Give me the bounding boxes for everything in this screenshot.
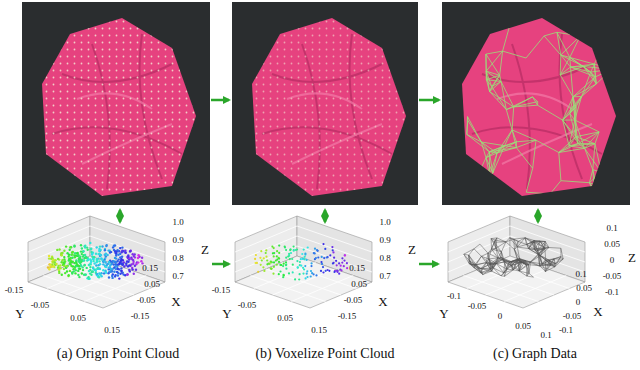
tick-label: 0.9 xyxy=(379,235,390,245)
tick-label: 0.15 xyxy=(311,325,327,335)
tick-label: 0.05 xyxy=(144,279,160,289)
axes-box xyxy=(448,216,585,308)
tick-label: -0.05 xyxy=(344,295,363,305)
tick-label: -0.15 xyxy=(338,311,357,321)
axis-label: X xyxy=(378,294,387,310)
tick-label: 0.9 xyxy=(172,235,183,245)
tick-label: 0.8 xyxy=(172,253,183,263)
tick-label: -0.05 xyxy=(238,300,257,310)
tick-label: 0.8 xyxy=(379,253,390,263)
point-cloud xyxy=(254,243,348,281)
tick-label: 0 xyxy=(576,297,581,307)
photo-voxelized xyxy=(232,2,420,205)
tick-label: 0.15 xyxy=(349,263,365,273)
tick-label: -0.05 xyxy=(603,271,622,281)
photo-graph xyxy=(442,2,630,205)
tick-label: -0.1 xyxy=(559,325,573,335)
tick-label: 0 xyxy=(610,255,615,265)
axes-box xyxy=(28,216,165,308)
tick-label: -0.1 xyxy=(447,291,461,301)
photo-origin xyxy=(22,2,210,205)
tick-label: -0.1 xyxy=(605,287,619,297)
tick-label: -0.05 xyxy=(31,300,50,310)
point-cloud xyxy=(47,242,144,280)
tick-label: 0.05 xyxy=(70,313,86,323)
axis-label: Y xyxy=(222,306,231,322)
axis-label: Z xyxy=(628,250,636,266)
axis-label: Z xyxy=(408,242,416,258)
axes-box xyxy=(235,216,372,308)
tick-label: -0.15 xyxy=(212,285,231,295)
tick-label: 0.15 xyxy=(104,325,120,335)
axis-label: Y xyxy=(15,306,24,322)
graph-mesh xyxy=(464,238,563,277)
tick-label: 0.05 xyxy=(351,279,367,289)
tick-label: 0 xyxy=(498,311,503,321)
tick-label: 0.15 xyxy=(142,263,158,273)
axis-label: X xyxy=(171,294,180,310)
tick-label: 0.05 xyxy=(604,239,620,249)
tick-label: 0.05 xyxy=(277,313,293,323)
tick-label: 0.05 xyxy=(515,321,531,331)
tick-label: 1.0 xyxy=(379,217,390,227)
tick-label: -0.05 xyxy=(468,301,487,311)
tick-label: 0.7 xyxy=(172,271,183,281)
flow-arrows xyxy=(120,100,538,264)
tick-label: -0.15 xyxy=(131,311,150,321)
tick-label: 0.05 xyxy=(576,283,592,293)
axis-label: Y xyxy=(439,306,448,322)
tick-label: -0.05 xyxy=(137,295,156,305)
axis-label: Z xyxy=(201,242,209,258)
tick-label: 0.1 xyxy=(606,223,617,233)
tick-label: 1.0 xyxy=(172,217,183,227)
tick-label: -0.05 xyxy=(563,311,582,321)
subfigure-caption: (c) Graph Data xyxy=(493,346,577,362)
tick-label: 0.7 xyxy=(379,271,390,281)
tick-label: 0.1 xyxy=(575,269,586,279)
tick-label: -0.15 xyxy=(5,285,24,295)
tick-label: 0.1 xyxy=(540,330,551,340)
subfigure-caption: (a) Orign Point Cloud xyxy=(57,346,180,362)
subfigure-caption: (b) Voxelize Point Cloud xyxy=(255,346,394,362)
axis-label: X xyxy=(593,304,602,320)
